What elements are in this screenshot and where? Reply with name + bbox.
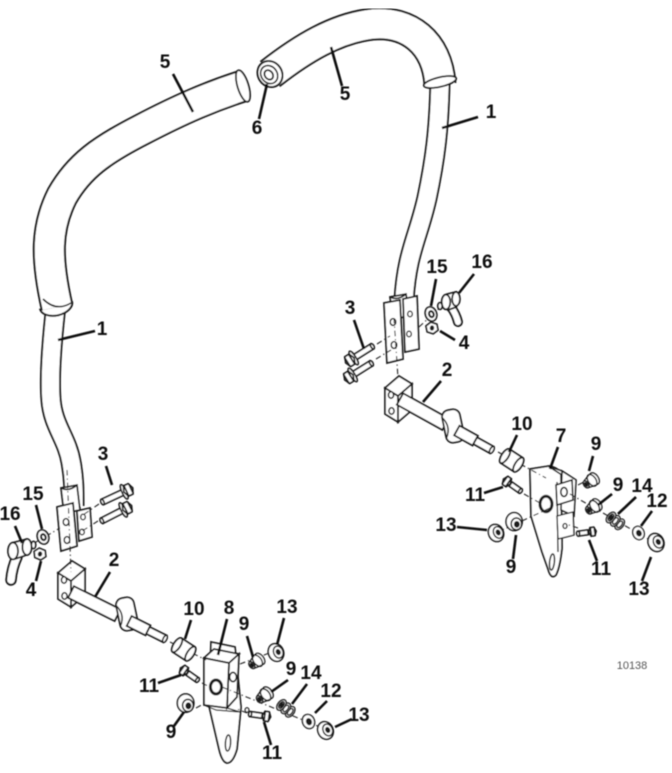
svg-text:3: 3 bbox=[345, 298, 356, 319]
svg-text:4: 4 bbox=[26, 580, 37, 601]
svg-text:13: 13 bbox=[628, 579, 649, 600]
svg-text:16: 16 bbox=[471, 252, 492, 273]
svg-text:11: 11 bbox=[465, 485, 486, 506]
svg-text:14: 14 bbox=[631, 476, 653, 497]
svg-text:13: 13 bbox=[435, 515, 456, 536]
svg-text:13: 13 bbox=[348, 705, 369, 726]
svg-text:12: 12 bbox=[646, 491, 667, 512]
svg-text:8: 8 bbox=[224, 598, 235, 619]
svg-text:5: 5 bbox=[160, 52, 171, 73]
svg-text:1: 1 bbox=[97, 319, 108, 340]
svg-text:4: 4 bbox=[459, 333, 470, 354]
svg-text:3: 3 bbox=[98, 444, 109, 465]
svg-text:16: 16 bbox=[0, 504, 21, 525]
svg-text:9: 9 bbox=[613, 475, 624, 496]
svg-text:7: 7 bbox=[556, 426, 567, 447]
svg-text:11: 11 bbox=[262, 743, 283, 764]
svg-text:9: 9 bbox=[166, 722, 177, 743]
svg-text:9: 9 bbox=[506, 557, 517, 578]
svg-text:10138: 10138 bbox=[617, 660, 648, 672]
svg-text:15: 15 bbox=[22, 484, 44, 505]
svg-text:11: 11 bbox=[139, 676, 160, 697]
svg-text:10: 10 bbox=[511, 414, 532, 435]
svg-text:14: 14 bbox=[300, 663, 322, 684]
svg-text:9: 9 bbox=[286, 659, 297, 680]
svg-text:9: 9 bbox=[239, 614, 250, 635]
svg-text:9: 9 bbox=[591, 434, 602, 455]
svg-text:15: 15 bbox=[426, 257, 448, 278]
svg-text:2: 2 bbox=[442, 360, 453, 381]
svg-text:6: 6 bbox=[252, 118, 263, 139]
svg-text:10: 10 bbox=[183, 599, 204, 620]
svg-text:1: 1 bbox=[486, 102, 497, 123]
svg-text:13: 13 bbox=[276, 597, 297, 618]
svg-text:11: 11 bbox=[591, 559, 612, 580]
svg-text:2: 2 bbox=[109, 550, 120, 571]
svg-text:5: 5 bbox=[340, 84, 351, 105]
svg-text:12: 12 bbox=[320, 681, 341, 702]
